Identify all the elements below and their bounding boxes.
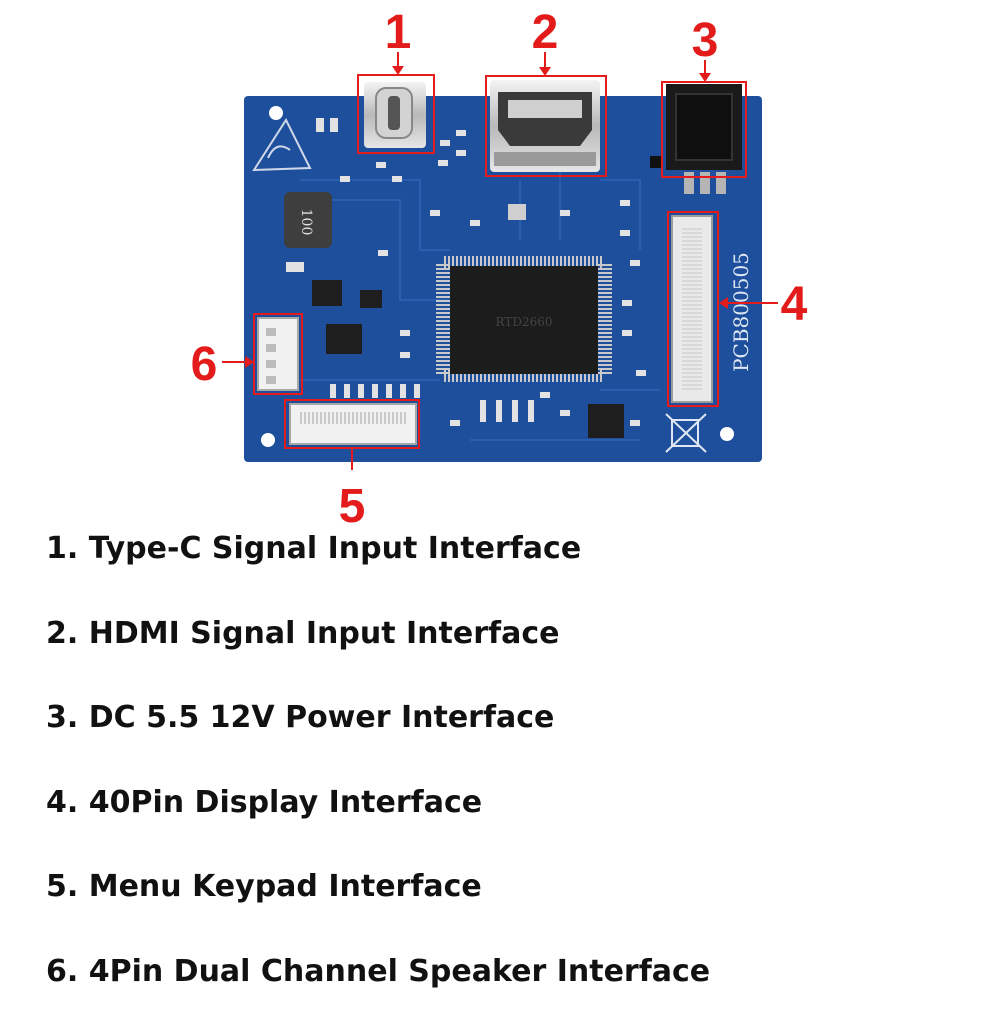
callout-number-1: 1 [385, 6, 412, 59]
legend-item-dc-power: 3. DC 5.5 12V Power Interface [46, 696, 710, 781]
mounting-hole [261, 433, 275, 447]
legend-item-type-c: 1. Type-C Signal Input Interface [46, 527, 710, 612]
legend-item-keypad: 5. Menu Keypad Interface [46, 865, 710, 950]
chip-marking: RTD2660 [496, 315, 553, 329]
callout-number-4: 4 [781, 278, 808, 331]
callout-number-3: 3 [692, 14, 719, 67]
callout-number-2: 2 [532, 6, 559, 59]
hdmi-connector [490, 80, 600, 172]
pcb-label: PCB800505 [729, 252, 753, 372]
small-ic [508, 204, 526, 220]
type-c-connector [364, 82, 426, 148]
legend-item-speaker: 6. 4Pin Dual Channel Speaker Interface [46, 950, 710, 1034]
legend-item-display: 4. 40Pin Display Interface [46, 781, 710, 866]
inductor-marking: 100 [298, 209, 314, 236]
small-ic [326, 324, 362, 354]
keypad-connector [290, 404, 416, 444]
legend-item-hdmi: 2. HDMI Signal Input Interface [46, 612, 710, 697]
board-diagram: 100 RTD2660 [0, 0, 1000, 500]
speaker-4pin-connector [258, 318, 298, 390]
mounting-hole [720, 427, 734, 441]
small-ic [588, 404, 624, 438]
small-ic [312, 280, 342, 306]
small-ic [360, 290, 382, 308]
mounting-hole [269, 106, 283, 120]
inductor: 100 [284, 192, 332, 248]
callout-number-5: 5 [339, 480, 366, 533]
legend-list: 1. Type-C Signal Input Interface 2. HDMI… [46, 527, 710, 1034]
fpc-40pin-connector [672, 216, 712, 402]
callout-number-6: 6 [191, 338, 218, 391]
main-chip: RTD2660 [436, 256, 612, 382]
